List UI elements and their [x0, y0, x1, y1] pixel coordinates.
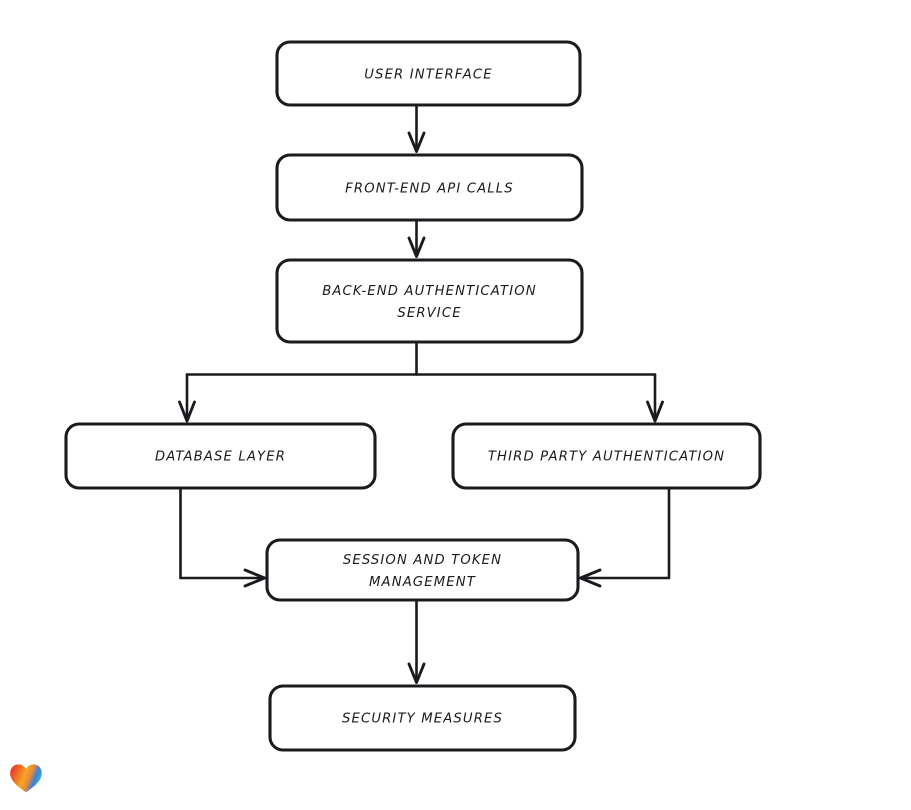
node-third-party-auth[interactable]: THIRD PARTY AUTHENTICATION	[451, 422, 762, 490]
edge-ui-to-api	[407, 103, 426, 153]
node-back-end-auth-service[interactable]: BACK-END AUTHENTICATION SERVICE	[275, 258, 584, 344]
node-third-party-auth-shape	[451, 422, 762, 490]
node-user-interface[interactable]: USER INTERFACE	[275, 40, 582, 107]
node-database-layer-label: DATABASE LAYER	[155, 450, 286, 465]
edges-layer	[178, 103, 671, 684]
edge-third-to-session	[579, 486, 671, 588]
edge-db-to-session	[179, 486, 266, 588]
node-session-token-mgmt-label-line1: SESSION AND TOKEN	[343, 553, 502, 568]
heart-emoji	[10, 764, 42, 793]
node-third-party-auth-label: THIRD PARTY AUTHENTICATION	[488, 450, 725, 465]
node-back-end-auth-service-label-line1: BACK-END AUTHENTICATION	[322, 284, 537, 299]
node-database-layer[interactable]: DATABASE LAYER	[64, 422, 377, 490]
node-session-token-mgmt-label-line2: MANAGEMENT	[369, 575, 476, 590]
node-database-layer-shape	[64, 422, 377, 490]
node-security-measures[interactable]: SECURITY MEASURES	[268, 684, 577, 752]
edge-api-to-backend	[407, 218, 426, 258]
nodes-layer: USER INTERFACE FRONT-END API CALLS BACK-…	[64, 40, 762, 752]
node-security-measures-shape	[268, 684, 577, 752]
node-front-end-api-calls[interactable]: FRONT-END API CALLS	[275, 153, 584, 222]
node-session-token-mgmt[interactable]: SESSION AND TOKEN MANAGEMENT	[265, 538, 580, 602]
edge-backend-to-db	[178, 373, 196, 423]
node-user-interface-shape	[275, 40, 582, 107]
edge-backend-split-bus	[185, 340, 657, 376]
edge-session-to-security	[407, 598, 426, 684]
node-security-measures-label: SECURITY MEASURES	[342, 712, 503, 727]
node-back-end-auth-service-label-line2: SERVICE	[397, 306, 461, 321]
node-user-interface-label: USER INTERFACE	[364, 68, 493, 83]
edge-backend-to-third	[646, 373, 664, 423]
node-front-end-api-calls-shape	[275, 153, 584, 222]
node-back-end-auth-service-shape	[275, 258, 584, 344]
node-front-end-api-calls-label: FRONT-END API CALLS	[345, 182, 514, 197]
node-session-token-mgmt-shape	[265, 538, 580, 602]
